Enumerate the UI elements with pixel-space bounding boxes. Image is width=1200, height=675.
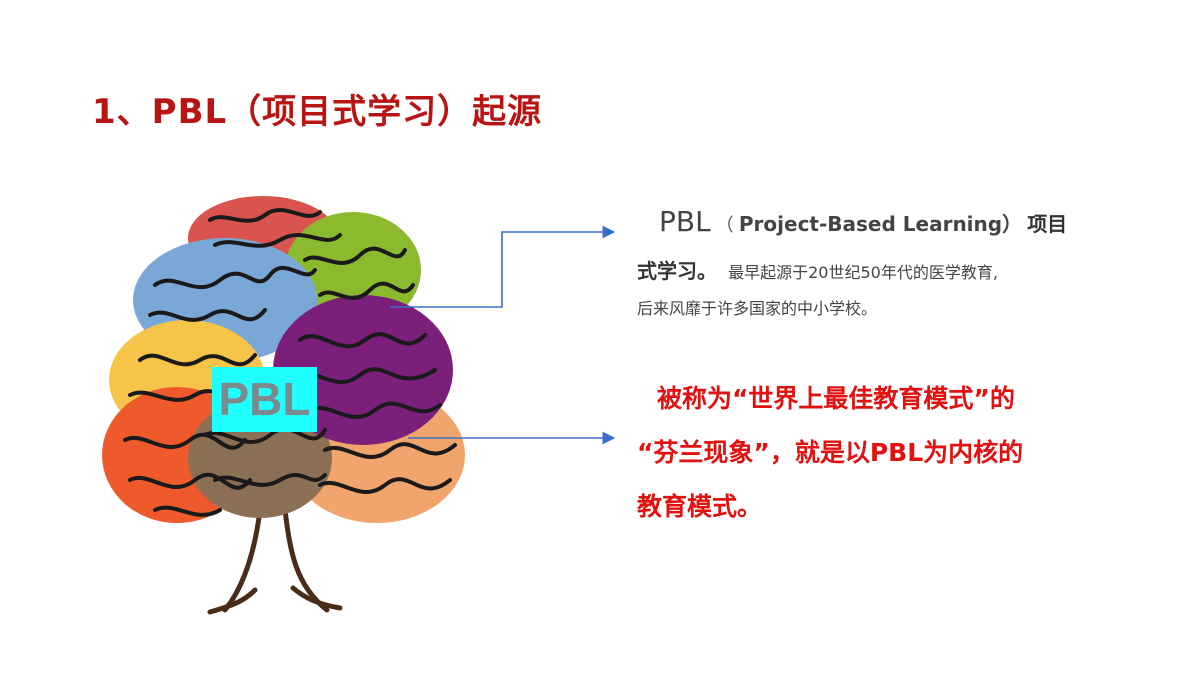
tree-trunk bbox=[207, 507, 343, 615]
finland-highlight: 被称为“世界上最佳教育模式”的 “芬兰现象”，就是以PBL为内核的 教育模式。 bbox=[637, 372, 1097, 534]
slide-title: 1、PBL（项目式学习）起源 bbox=[92, 92, 543, 132]
pbl-badge-text: PBL bbox=[219, 373, 311, 425]
description-line-3: 后来风靡于许多国家的中小学校。 bbox=[637, 299, 878, 318]
chinese-term-a: 项目 bbox=[1027, 212, 1068, 236]
pbl-description: PBL （ Project-Based Learning） 项目 式学习。 最早… bbox=[637, 200, 1107, 324]
highlight-line-3: 教育模式。 bbox=[637, 492, 763, 521]
description-line-1: PBL （ Project-Based Learning） 项目 bbox=[637, 200, 1107, 244]
brain-squiggles bbox=[123, 208, 457, 517]
paren-open: （ bbox=[715, 215, 734, 236]
origin-text: 最早起源于20世纪50年代的医学教育, bbox=[728, 263, 998, 282]
description-line-2: 式学习。 最早起源于20世纪50年代的医学教育, bbox=[637, 250, 1107, 294]
highlight-line-1: 被称为“世界上最佳教育模式”的 bbox=[657, 384, 1015, 413]
brain-tree-illustration: PBL bbox=[102, 196, 465, 615]
chinese-term-b: 式学习。 bbox=[637, 259, 717, 283]
highlight-line-2: “芬兰现象”，就是以PBL为内核的 bbox=[637, 438, 1024, 467]
english-term: Project-Based Learning） bbox=[738, 212, 1023, 236]
pbl-term: PBL bbox=[659, 205, 711, 238]
pbl-badge bbox=[212, 367, 317, 432]
